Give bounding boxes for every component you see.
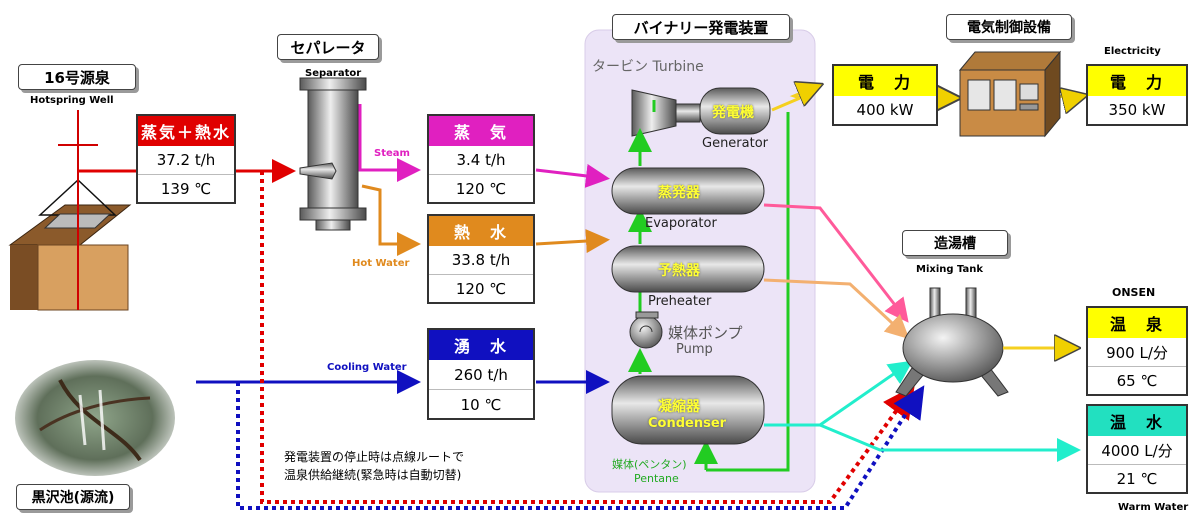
hot-water-header: 熱 水	[429, 216, 533, 246]
condenser-vessel	[611, 375, 765, 445]
electricity-caption: Electricity	[1104, 46, 1161, 57]
power-output-value: 350 kW	[1108, 101, 1166, 119]
separator-title: セパレータ	[277, 34, 379, 60]
hot-water-flow: 33.8 t/h	[451, 251, 511, 269]
generator-en-label: Generator	[702, 136, 769, 151]
onsen-box: 温 泉 900 L/分 65 ℃	[1086, 306, 1188, 396]
medium-label: 媒体(ペンタン)	[612, 458, 687, 471]
preheater-en-label: Preheater	[648, 294, 712, 309]
condenser-en-label: Condenser	[648, 416, 727, 431]
well-title-text: 16号源泉	[44, 68, 110, 87]
steam-hotwater-box: 蒸気＋熱水 37.2 t/h 139 ℃	[136, 114, 236, 204]
pump-label: 媒体ポンプ	[668, 324, 743, 342]
cooling-water-label: Cooling Water	[327, 362, 407, 373]
steam-hotwater-header: 蒸気＋熱水	[138, 116, 234, 146]
control-title: 電気制御設備	[946, 14, 1072, 40]
generator-vessel	[699, 87, 771, 135]
steam-flow: 3.4 t/h	[456, 151, 506, 169]
hot-water-label: Hot Water	[352, 258, 410, 269]
generator-label: 発電機	[712, 105, 754, 121]
binary-title-text: バイナリー発電装置	[633, 18, 769, 37]
medium-en-label: Pentane	[634, 472, 679, 485]
pump-en-label: Pump	[676, 342, 713, 357]
condenser-label: 凝縮器	[658, 399, 700, 415]
separator-title-text: セパレータ	[290, 38, 366, 57]
steam-label: Steam	[374, 148, 410, 159]
power-generated-box: 電 力 400 kW	[832, 64, 938, 126]
pump-body	[629, 315, 663, 349]
onsen-temp: 65 ℃	[1088, 366, 1186, 395]
mixing-title-text: 造湯槽	[934, 236, 976, 252]
power-output-box: 電 力 350 kW	[1086, 64, 1188, 126]
bypass-note-line1: 発電装置の停止時は点線ルートで	[284, 450, 465, 464]
warm-caption: Warm Water	[1118, 502, 1189, 513]
steam-temp: 120 ℃	[429, 174, 533, 203]
power-output-header: 電 力	[1088, 66, 1186, 96]
mixing-tank	[902, 313, 1004, 383]
steam-hotwater-temp: 139 ℃	[138, 174, 234, 203]
binary-title: バイナリー発電装置	[612, 14, 790, 40]
turbine-label: タービン Turbine	[592, 59, 704, 75]
cold-water-temp: 10 ℃	[429, 389, 533, 419]
evaporator-en-label: Evaporator	[645, 216, 717, 231]
onsen-flow: 900 L/分	[1106, 343, 1168, 362]
onsen-header: 温 泉	[1088, 308, 1186, 338]
steam-box: 蒸 気 3.4 t/h 120 ℃	[427, 114, 535, 204]
turbine	[631, 89, 677, 137]
steam-header: 蒸 気	[429, 116, 533, 146]
power-generated-value: 400 kW	[856, 101, 914, 119]
bypass-note-line2: 温泉供給継続(緊急時は自動切替)	[284, 468, 462, 482]
well-title: 16号源泉	[18, 64, 136, 90]
mixing-title: 造湯槽	[902, 230, 1008, 256]
cold-water-box: 湧 水 260 t/h 10 ℃	[427, 328, 535, 420]
separator-caption: Separator	[305, 68, 362, 79]
evaporator-vessel	[611, 167, 765, 215]
preheater-vessel	[611, 245, 765, 293]
lake-title: 黒沢池(源流)	[16, 484, 130, 510]
separator-vessel	[307, 89, 359, 209]
warm-water-temp: 21 ℃	[1088, 464, 1186, 493]
power-generated-header: 電 力	[834, 66, 936, 96]
hot-water-temp: 120 ℃	[429, 274, 533, 303]
warm-water-header: 温 水	[1088, 406, 1186, 436]
hot-water-box: 熱 水 33.8 t/h 120 ℃	[427, 214, 535, 304]
steam-hotwater-flow: 37.2 t/h	[156, 151, 216, 169]
mixing-caption: Mixing Tank	[916, 264, 984, 275]
well-caption: Hotspring Well	[30, 95, 114, 106]
preheater-label: 予熱器	[658, 263, 700, 279]
control-title-text: 電気制御設備	[967, 20, 1051, 36]
warm-water-flow: 4000 L/分	[1101, 441, 1173, 460]
warm-water-box: 温 水 4000 L/分 21 ℃	[1086, 404, 1188, 494]
onsen-caption: ONSEN	[1112, 286, 1156, 299]
cold-water-header: 湧 水	[429, 330, 533, 360]
evaporator-label: 蒸発器	[658, 185, 700, 201]
cold-water-flow: 260 t/h	[454, 365, 508, 384]
lake-title-text: 黒沢池(源流)	[31, 490, 115, 506]
